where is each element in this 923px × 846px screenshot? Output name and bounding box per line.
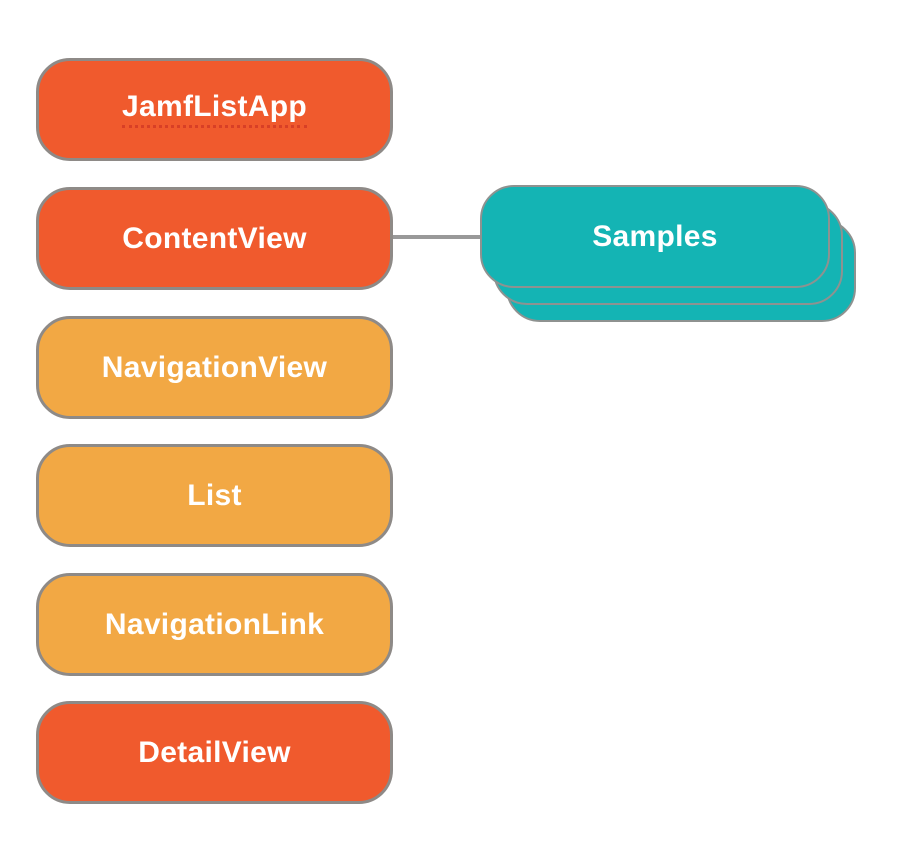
connector-line	[393, 235, 481, 239]
node-detailview-label: DetailView	[138, 735, 291, 769]
samples-stack: Samples	[480, 185, 858, 324]
node-list-label: List	[187, 478, 242, 512]
node-list: List	[36, 444, 393, 547]
node-contentview-label: ContentView	[122, 221, 307, 255]
stack-card-front: Samples	[480, 185, 830, 288]
node-navigationview-label: NavigationView	[101, 350, 328, 384]
node-jamflistapp-label: JamfListApp	[122, 91, 307, 128]
node-contentview: ContentView	[36, 187, 393, 290]
node-navigationview: NavigationView	[36, 316, 393, 419]
node-detailview: DetailView	[36, 701, 393, 804]
node-navigationlink-label: NavigationLink	[104, 607, 325, 641]
stack-front-label: Samples	[592, 219, 718, 253]
node-jamflistapp: JamfListApp	[36, 58, 393, 161]
node-navigationlink: NavigationLink	[36, 573, 393, 676]
